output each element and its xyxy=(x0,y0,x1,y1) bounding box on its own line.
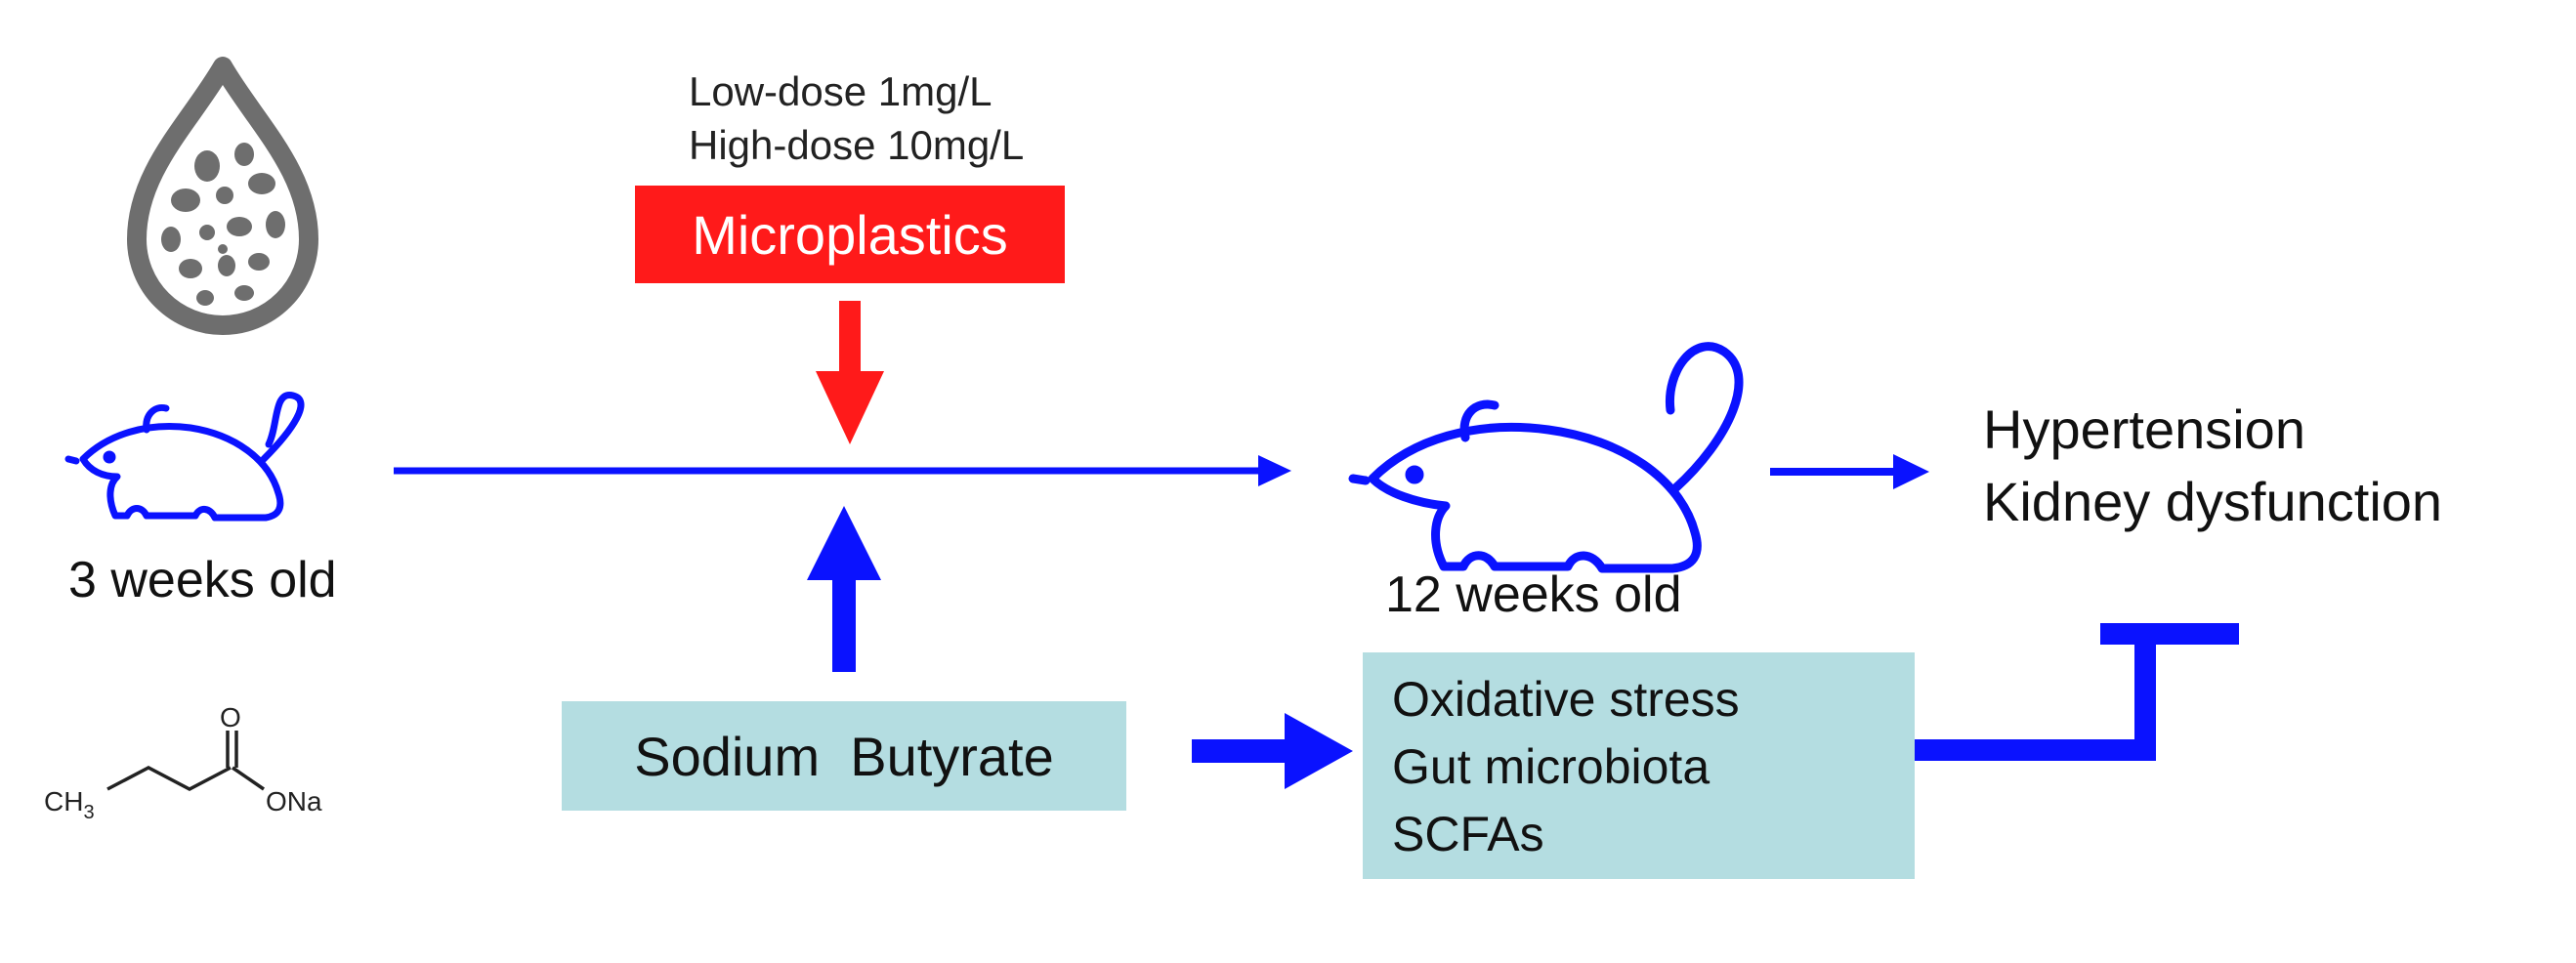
mechanism-scfas: SCFAs xyxy=(1392,807,1544,861)
mechanism-gut-microbiota: Gut microbiota xyxy=(1392,739,1710,794)
outcome-arrow xyxy=(1770,454,1929,489)
timeline-arrow xyxy=(394,455,1291,486)
chem-oxygen-label: O xyxy=(220,702,241,733)
microplastics-label: Microplastics xyxy=(692,203,1008,266)
sodium-butyrate-label: Sodium Butyrate xyxy=(634,725,1054,787)
chem-ona-label: ONa xyxy=(266,786,322,816)
microplastics-box: Microplastics xyxy=(635,186,1065,283)
chem-methyl-label: CH3 xyxy=(44,786,95,823)
young-rat-icon xyxy=(64,392,305,522)
outcome-hypertension: Hypertension xyxy=(1983,398,2305,460)
young-age-label: 3 weeks old xyxy=(68,552,337,608)
adult-age-label: 12 weeks old xyxy=(1385,566,1682,623)
sodium-butyrate-structure-icon: O CH3 ONa xyxy=(44,702,322,823)
butyrate-up-arrow xyxy=(807,506,881,672)
mechanism-oxidative-stress: Oxidative stress xyxy=(1392,672,1740,727)
microplastics-down-arrow xyxy=(816,301,884,444)
inhibition-line xyxy=(1910,623,2239,761)
sodium-butyrate-box: Sodium Butyrate xyxy=(562,701,1126,811)
high-dose-label: High-dose 10mg/L xyxy=(689,122,1025,168)
adult-rat-icon xyxy=(1348,342,1744,573)
water-droplet-icon xyxy=(127,57,318,335)
low-dose-label: Low-dose 1mg/L xyxy=(689,68,992,114)
outcome-kidney-dysfunction: Kidney dysfunction xyxy=(1983,471,2443,532)
mechanisms-box: Oxidative stress Gut microbiota SCFAs xyxy=(1363,652,1915,879)
butyrate-to-mechanism-arrow xyxy=(1192,713,1353,789)
